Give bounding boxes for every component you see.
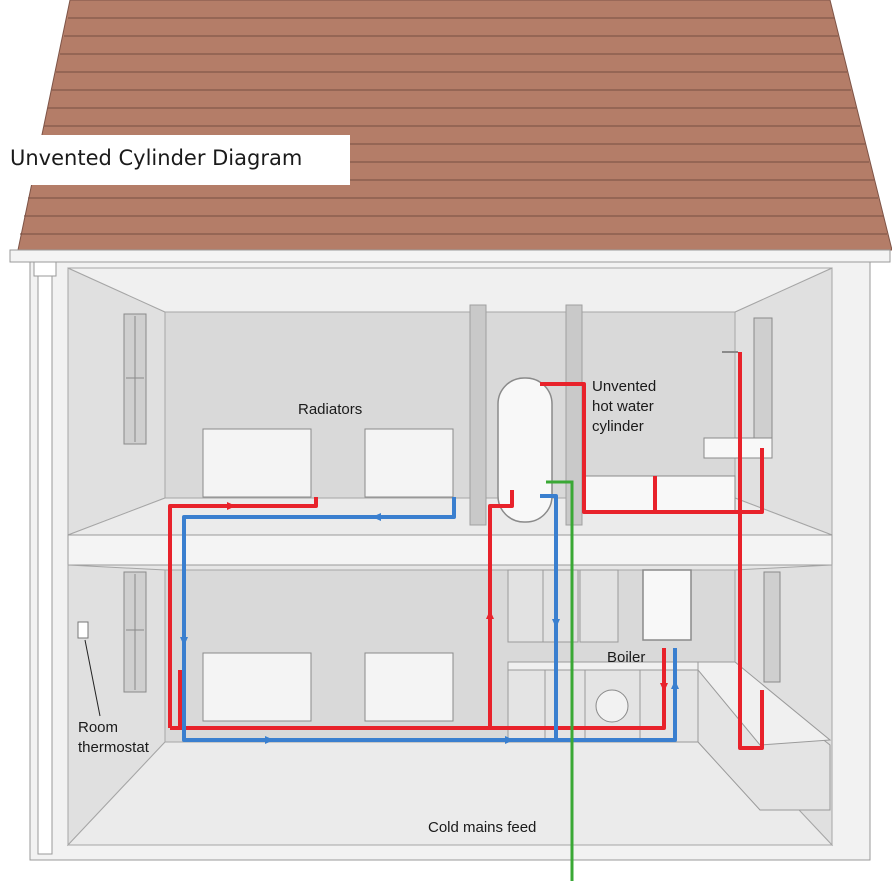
boiler-unit [643,570,691,640]
radiators-label: Radiators [298,400,362,420]
cylinder-label-line-1: Unvented [592,377,656,397]
washing-machine [596,690,628,722]
boiler-label: Boiler [607,648,645,668]
thermostat-label: Room thermostat [78,718,149,758]
thermostat-label-line-2: thermostat [78,738,149,758]
cylinder-label-line-2: hot water [592,397,656,417]
roof [10,0,892,262]
unvented-cylinder [498,378,552,522]
cylinder-label-line-3: cylinder [592,417,656,437]
thermostat-label-line-1: Room [78,718,149,738]
cylinder-label: Unvented hot water cylinder [592,377,656,437]
room-thermostat-device [78,622,88,638]
cold-mains-label: Cold mains feed [428,818,536,838]
downpipe [38,264,52,854]
diagram-title: Unvented Cylinder Diagram [10,146,302,170]
